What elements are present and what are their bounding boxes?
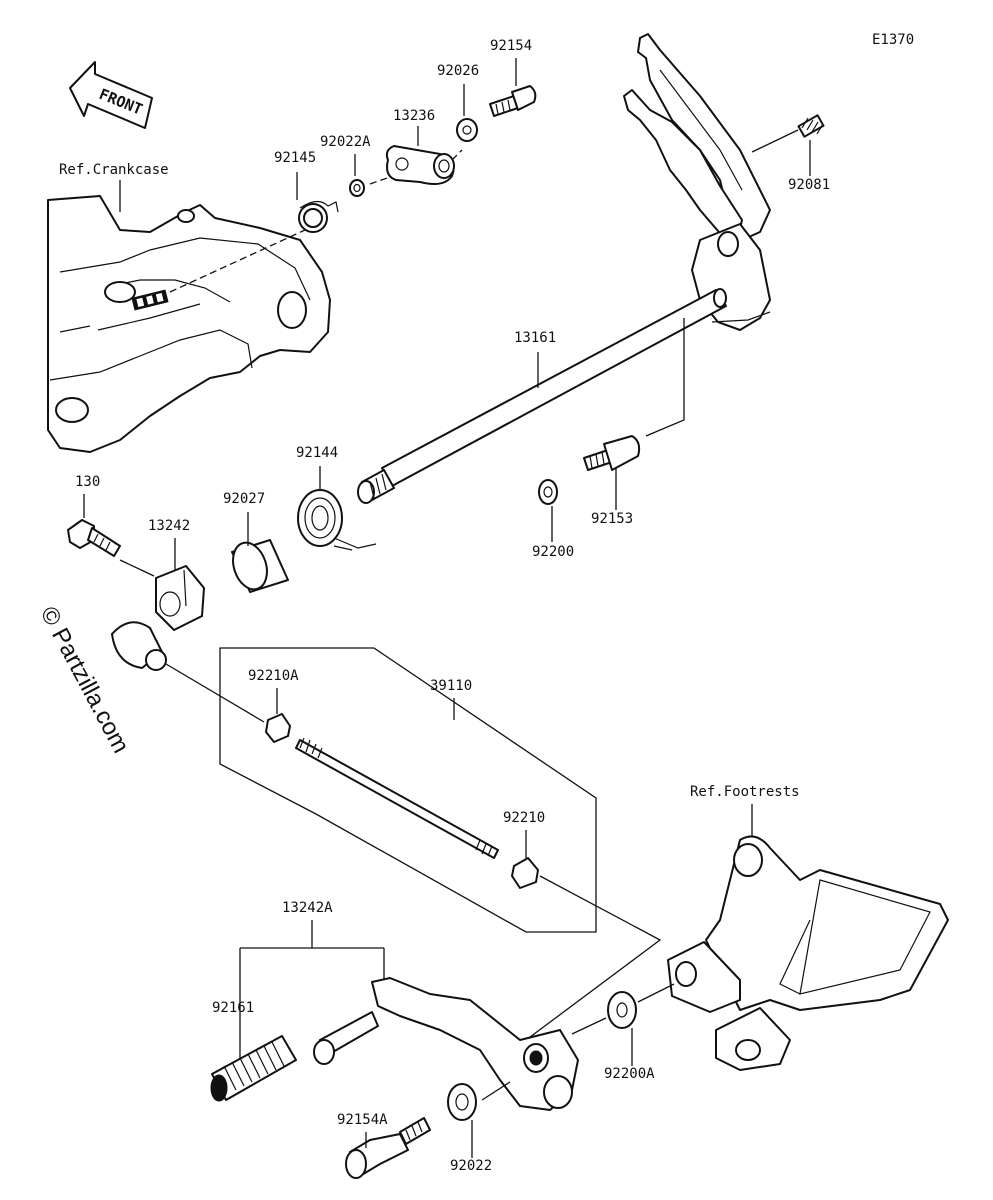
nut-92210 [511,857,539,889]
spring-92081 [797,114,825,138]
part-label-92026: 92026 [437,63,479,79]
part-label-92022a: 92022A [320,134,371,150]
part-label-92200: 92200 [532,544,574,560]
lever-13242 [111,565,205,671]
washer-92200a [607,991,637,1029]
washer-92022 [447,1083,477,1121]
part-label-92161: 92161 [212,1000,254,1016]
plate-13236 [385,145,455,185]
part-label-13161: 13161 [514,330,556,346]
bolt-92154a [345,1117,431,1179]
part-label-130: 130 [75,474,100,490]
part-label-13242a: 13242A [282,900,333,916]
spring-92145 [298,200,339,233]
rubber-92161 [210,1035,297,1102]
part-label-39110: 39110 [430,678,472,694]
front-arrow-icon: FRONT [69,61,153,129]
part-label-92153: 92153 [591,511,633,527]
part-label-92081: 92081 [788,177,830,193]
washer-92022a [349,179,365,197]
collar-92027 [231,539,289,593]
part-label-92154a: 92154A [337,1112,388,1128]
nut-92210a [265,713,291,743]
diagram-code: E1370 [872,32,914,48]
shift-forks [623,33,771,331]
shaft-13161 [357,288,727,504]
part-label-13236: 13236 [393,108,435,124]
ref-footrests-label: Ref.Footrests [690,784,800,800]
pedal-13242a [313,977,579,1111]
part-label-92200a: 92200A [604,1066,655,1082]
watermark: © Partzilla.com [35,602,135,757]
washer-92026 [456,118,478,142]
bolt-92153 [583,435,641,471]
footrest-reference [667,835,949,1071]
bolt-130 [67,519,121,557]
part-label-92144: 92144 [296,445,338,461]
bolt-92154 [489,85,537,117]
ref-crankcase-label: Ref.Crankcase [59,162,169,178]
part-label-92210: 92210 [503,810,545,826]
part-label-92145: 92145 [274,150,316,166]
washer-92200 [538,479,558,505]
part-label-92022: 92022 [450,1158,492,1174]
part-label-92027: 92027 [223,491,265,507]
rod-39110 [295,737,499,859]
part-label-13242: 13242 [148,518,190,534]
crankcase-reference [47,195,331,453]
part-label-92154: 92154 [490,38,532,54]
spring-92144 [297,489,377,551]
part-label-92210a: 92210A [248,668,299,684]
